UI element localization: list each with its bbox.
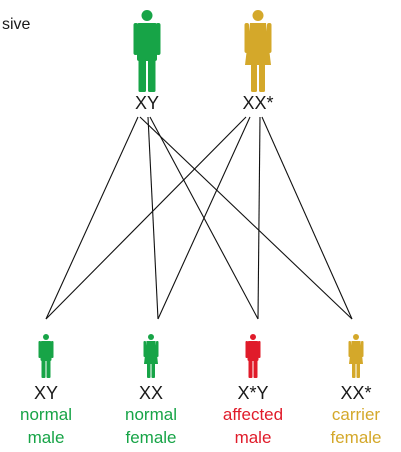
cross-line xyxy=(147,116,159,320)
offspring-genotype: X*Y xyxy=(237,383,268,403)
parent-mother: XX* xyxy=(242,10,274,113)
offspring-genotype: XX* xyxy=(340,383,371,403)
offspring-phenotype-line2: male xyxy=(28,428,65,447)
male-figure-icon xyxy=(133,10,161,92)
offspring-phenotype-line1: normal xyxy=(125,405,177,424)
offspring-genotype: XX xyxy=(139,383,163,403)
female-figure-icon xyxy=(244,10,272,92)
parent-father: XY xyxy=(133,10,161,113)
cross-line xyxy=(45,116,247,320)
corner-caption: sive xyxy=(2,16,31,33)
offspring-carrier-female: XX* carrier female xyxy=(330,334,382,447)
cross-line xyxy=(139,116,353,320)
offspring-phenotype-line1: carrier xyxy=(332,405,381,424)
parent-genotype: XY xyxy=(135,93,159,113)
offspring-phenotype-line2: male xyxy=(235,428,272,447)
female-figure-icon xyxy=(143,334,159,378)
cross-line xyxy=(45,116,139,320)
female-figure-icon xyxy=(348,334,364,378)
offspring-phenotype-line1: affected xyxy=(223,405,283,424)
parent-genotype: XX* xyxy=(242,93,273,113)
offspring-phenotype-line1: normal xyxy=(20,405,72,424)
cross-line xyxy=(157,116,251,320)
cross-line xyxy=(257,116,261,320)
male-figure-icon xyxy=(245,334,261,378)
offspring-affected-male: X*Y affected male xyxy=(223,334,283,447)
offspring-genotype: XY xyxy=(34,383,58,403)
offspring-normal-male: XY normal male xyxy=(20,334,72,447)
cross-lines xyxy=(45,116,353,320)
cross-line xyxy=(261,116,353,320)
offspring-normal-female: XX normal female xyxy=(125,334,177,447)
offspring-phenotype-line2: female xyxy=(330,428,381,447)
male-figure-icon xyxy=(38,334,54,378)
offspring-phenotype-line2: female xyxy=(125,428,176,447)
